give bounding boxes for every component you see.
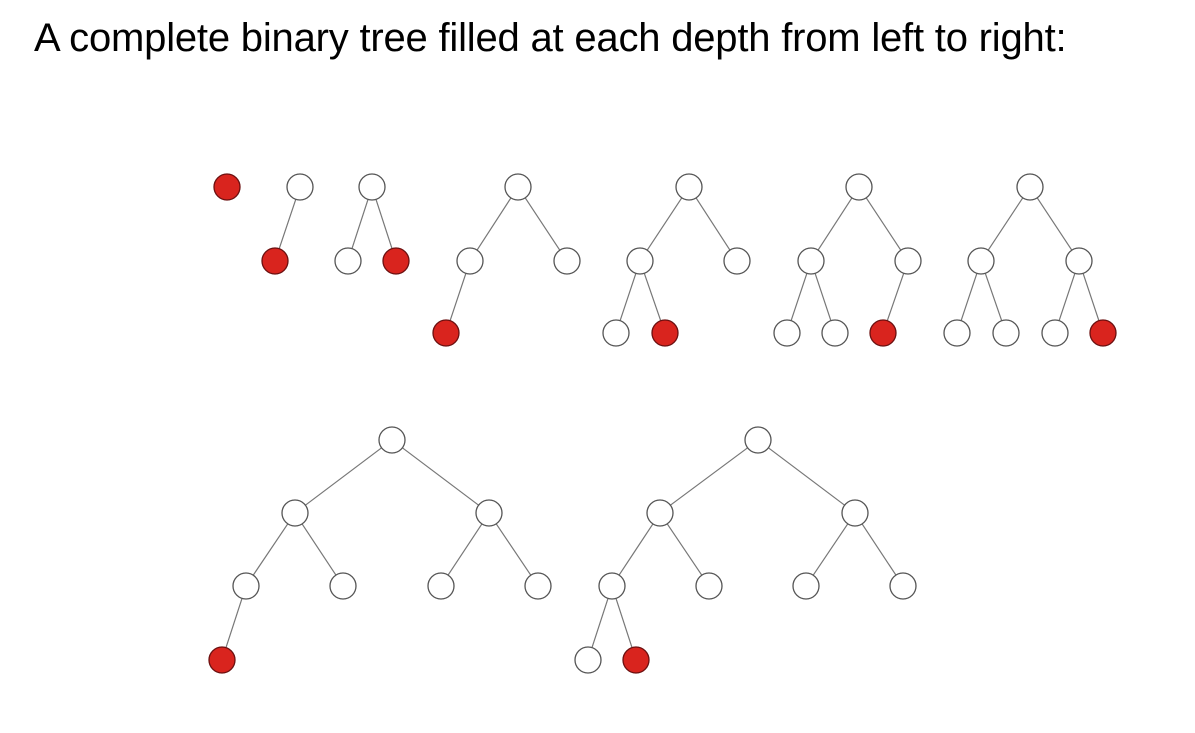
tree-node (773, 319, 801, 347)
tree-edge (591, 598, 609, 648)
slide-title: A complete binary tree filled at each de… (34, 16, 1067, 60)
new-node (1089, 319, 1117, 347)
tree-edge (351, 199, 369, 249)
tree-edge (865, 197, 902, 251)
tree-edge (817, 197, 853, 251)
tree-edge (643, 273, 662, 321)
new-node (261, 247, 289, 275)
tree-node (792, 572, 820, 600)
tree-edge (619, 273, 637, 321)
tree-node (841, 499, 869, 527)
tree-edge (960, 273, 978, 321)
new-node (869, 319, 897, 347)
tree-node (427, 572, 455, 600)
tree-edge (618, 523, 654, 576)
tree-edge (814, 273, 832, 321)
tree-node (475, 499, 503, 527)
tree-node (723, 247, 751, 275)
new-node (213, 173, 241, 201)
tree-node (992, 319, 1020, 347)
tree-node (281, 499, 309, 527)
tree-edge (666, 523, 703, 576)
tree-6-nodes (773, 173, 922, 347)
new-node (432, 319, 460, 347)
tree-edge (524, 197, 561, 251)
tree-edge (447, 523, 483, 576)
tree-node (675, 173, 703, 201)
tree-node (744, 426, 772, 454)
tree-node (821, 319, 849, 347)
tree-node (504, 173, 532, 201)
tree-node (695, 572, 723, 600)
tree-edge (301, 523, 337, 576)
tree-edge (646, 197, 683, 251)
tree-edge (1036, 197, 1073, 251)
tree-node (845, 173, 873, 201)
tree-edge (449, 273, 467, 321)
new-node (651, 319, 679, 347)
tree-edge (375, 199, 393, 249)
new-node (622, 646, 650, 674)
tree-node (967, 247, 995, 275)
tree-node (602, 319, 630, 347)
tree-node (524, 572, 552, 600)
tree-edge (790, 273, 808, 321)
tree-node (943, 319, 971, 347)
tree-edge (987, 197, 1024, 251)
tree-node (334, 247, 362, 275)
tree-edge (812, 523, 849, 576)
tree-node (286, 173, 314, 201)
tree-node (1016, 173, 1044, 201)
tree-edge (615, 598, 633, 648)
tree-node (797, 247, 825, 275)
tree-edge (768, 447, 845, 506)
tree-edge (225, 598, 243, 648)
tree-2-nodes (261, 173, 314, 275)
tree-edge (886, 273, 905, 321)
tree-8-nodes (208, 426, 552, 674)
tree-node (574, 646, 602, 674)
tree-node (598, 572, 626, 600)
tree-edge (252, 523, 289, 576)
tree-node (456, 247, 484, 275)
tree-node (626, 247, 654, 275)
tree-edge (984, 273, 1003, 321)
tree-edge (305, 447, 382, 506)
tree-node (646, 499, 674, 527)
tree-edge (495, 523, 532, 576)
new-node (208, 646, 236, 674)
tree-node (894, 247, 922, 275)
tree-edge (278, 199, 297, 249)
tree-node (889, 572, 917, 600)
tree-3-nodes (334, 173, 410, 275)
tree-9-nodes (574, 426, 917, 674)
tree-node (1065, 247, 1093, 275)
tree-5-nodes (602, 173, 751, 347)
tree-edge (861, 523, 897, 576)
new-node (382, 247, 410, 275)
tree-edge (670, 447, 748, 506)
tree-node (358, 173, 386, 201)
tree-edge (695, 197, 731, 251)
tree-node (329, 572, 357, 600)
tree-4-nodes (432, 173, 581, 347)
tree-node (553, 247, 581, 275)
tree-edge (1082, 273, 1100, 321)
tree-7-nodes (943, 173, 1117, 347)
tree-1-nodes (213, 173, 241, 201)
tree-node (1041, 319, 1069, 347)
tree-edge (1058, 273, 1076, 321)
tree-edge (402, 447, 479, 506)
tree-edge (476, 197, 512, 251)
tree-node (378, 426, 406, 454)
tree-node (232, 572, 260, 600)
